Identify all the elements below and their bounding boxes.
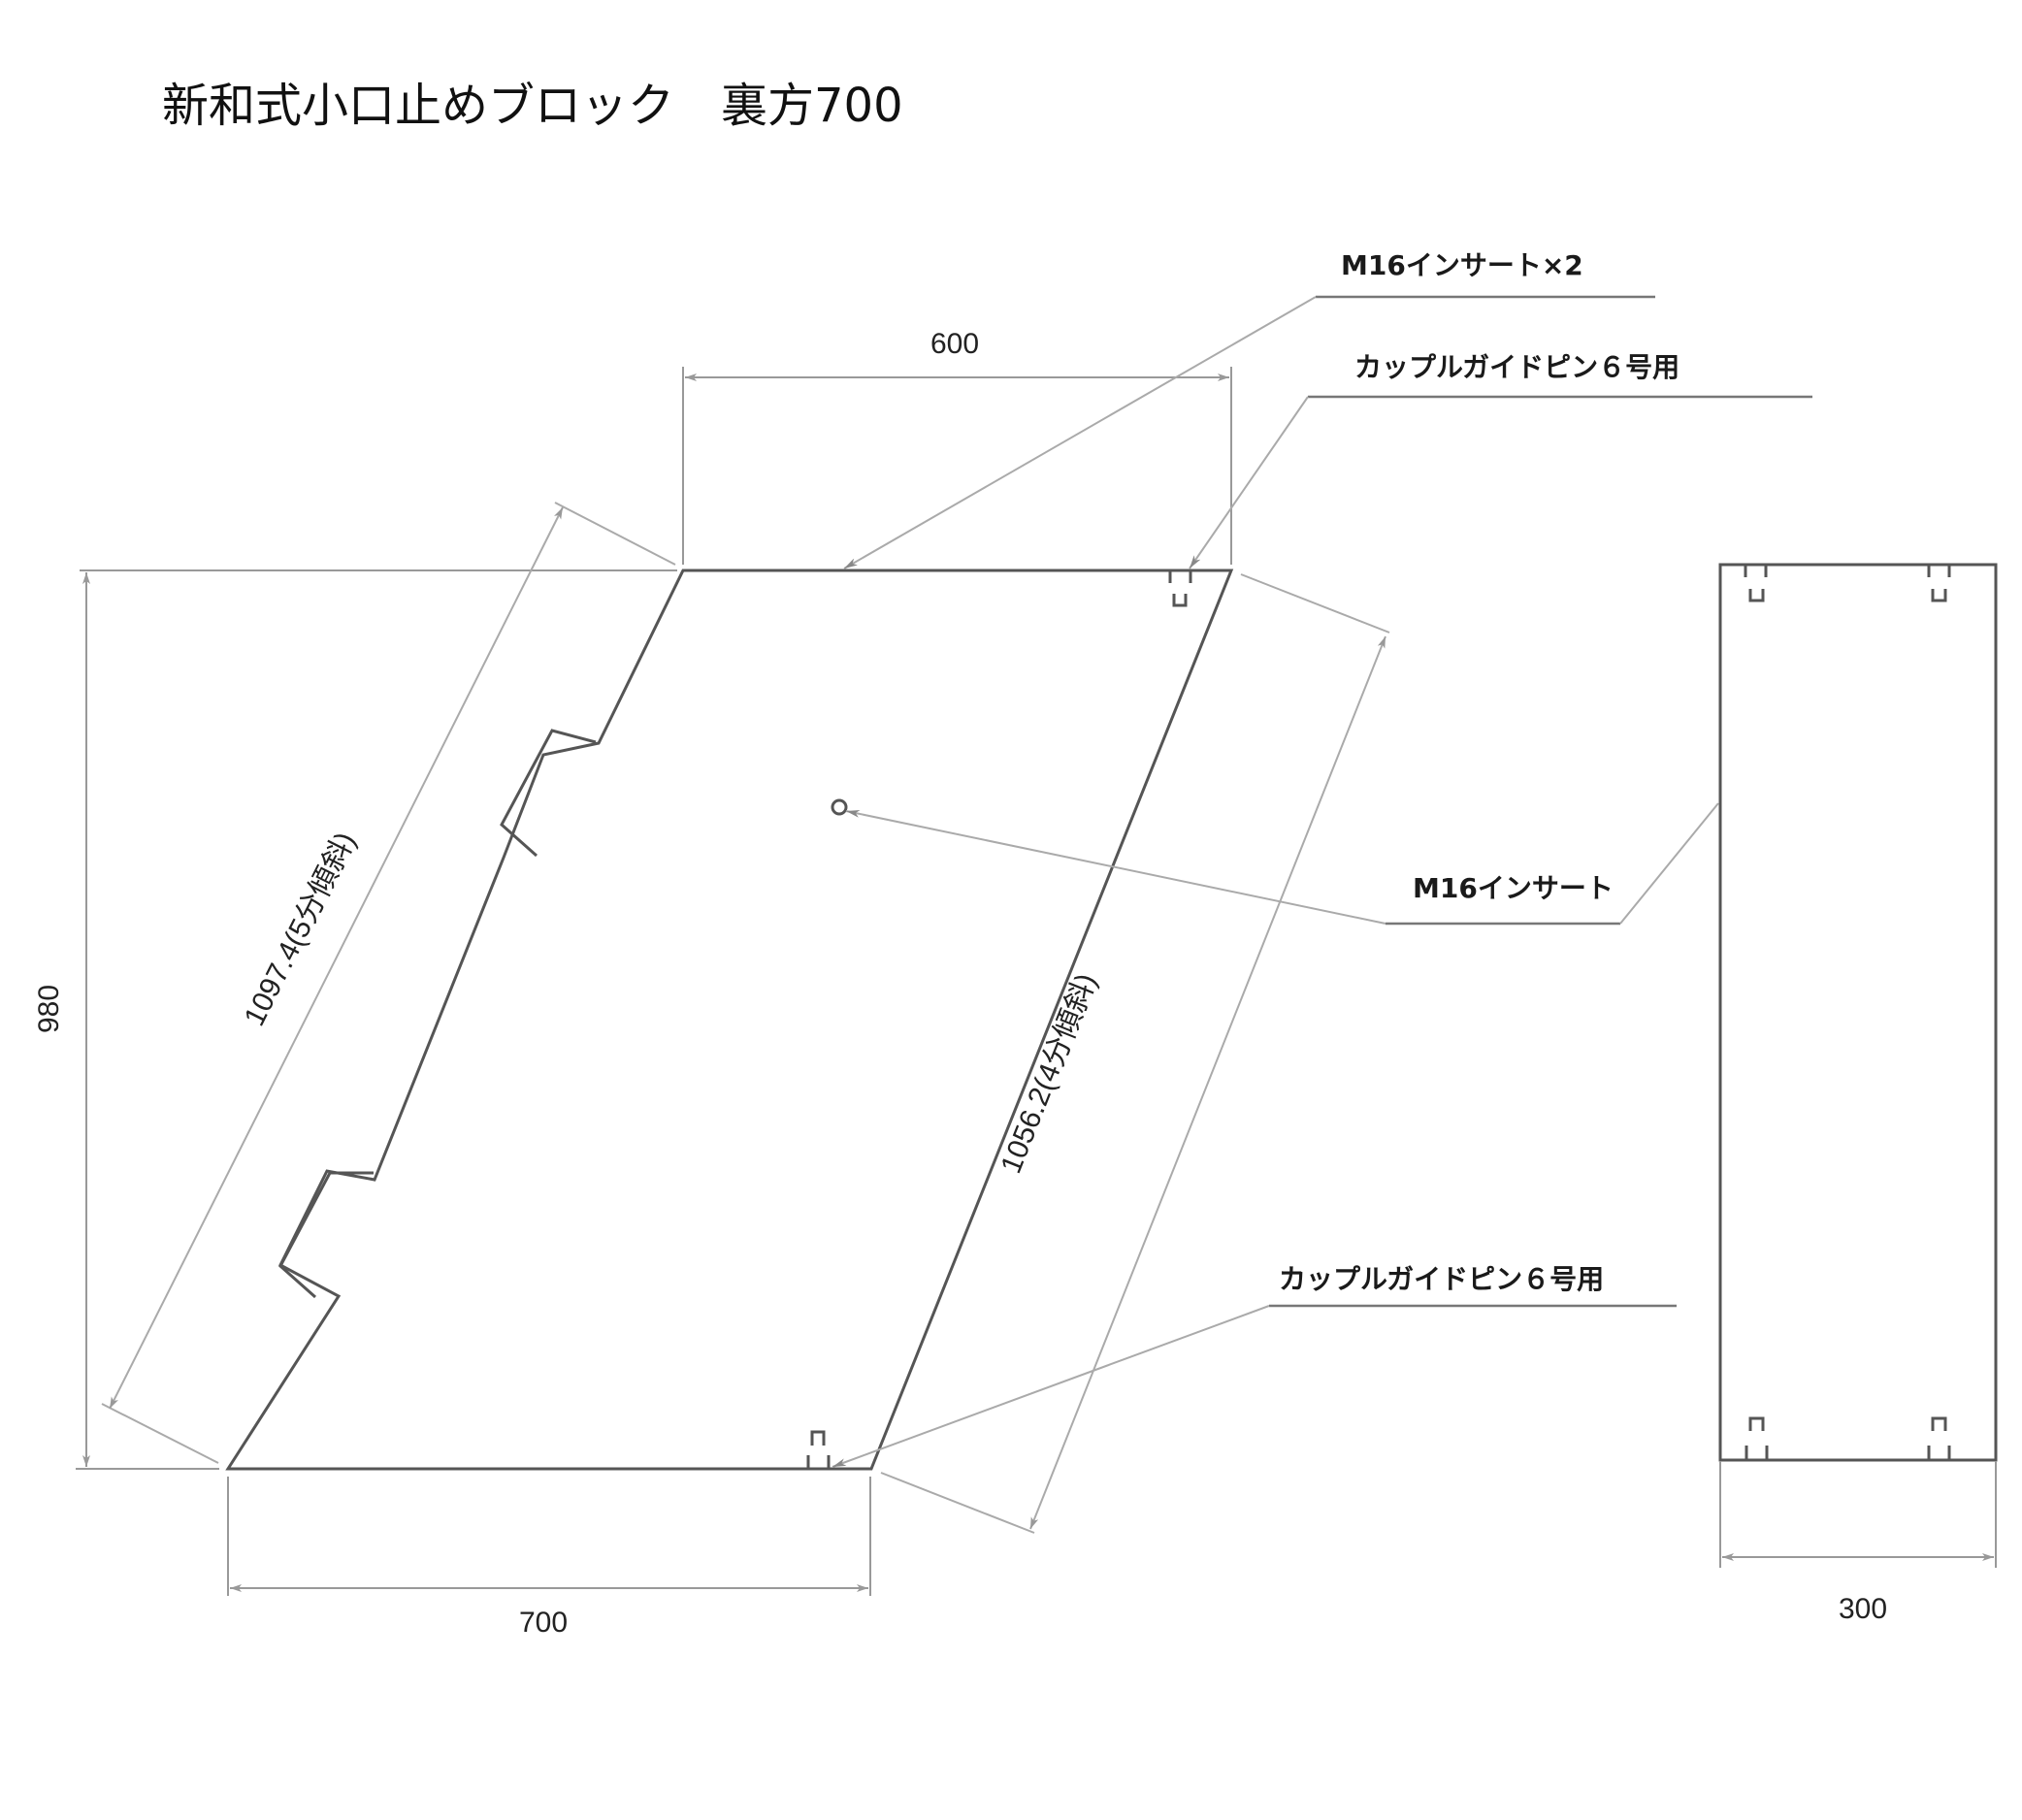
callout-label-guide-pin-top: カップルガイドピン６号用 <box>1354 351 1680 383</box>
dimension-label-right-slope: 1056.2(4分傾斜) <box>995 969 1102 1178</box>
callout-m16-insert-x2: M16インサート×2 <box>843 249 1655 569</box>
callout-label-m16-insert: M16インサート <box>1413 872 1614 904</box>
dimension-right-slope: 1056.2(4分傾斜) <box>880 573 1390 1534</box>
dimension-label-980: 980 <box>33 985 65 1033</box>
callout-guide-pin-bottom: カップルガイドピン６号用 <box>832 1263 1677 1468</box>
dimension-980: 980 <box>33 569 677 1470</box>
side-view-outline <box>1718 563 1998 1462</box>
dimension-label-left-slope: 1097.4(5分傾斜) <box>239 828 363 1031</box>
side-pin-mark-top-left <box>1744 565 1768 602</box>
dimension-600: 600 <box>682 328 1232 565</box>
notch-upper <box>500 729 597 858</box>
side-pin-mark-bottom-left <box>1745 1416 1769 1460</box>
drawing-title: 新和式小口止めブロック 裏方700 <box>162 79 903 133</box>
callout-label-guide-pin-bottom: カップルガイドピン６号用 <box>1279 1263 1604 1295</box>
side-pin-mark-bottom-right <box>1927 1416 1951 1460</box>
dimension-label-300: 300 <box>1839 1593 1887 1625</box>
dimension-left-slope: 1097.4(5分傾斜) <box>101 502 676 1464</box>
dimension-700: 700 <box>227 1477 871 1639</box>
guide-pin-mark-top <box>1168 570 1192 607</box>
callout-m16-insert: M16インサート <box>845 802 1719 926</box>
m16-insert-marker <box>831 798 848 816</box>
guide-pin-mark-bottom <box>806 1430 831 1469</box>
side-pin-mark-top-right <box>1927 565 1951 602</box>
callout-guide-pin-top: カップルガイドピン６号用 <box>1189 351 1812 569</box>
dimension-label-700: 700 <box>519 1607 568 1639</box>
callout-label-m16-insert-x2: M16インサート×2 <box>1341 249 1583 281</box>
dimension-label-600: 600 <box>930 328 979 360</box>
side-view <box>1718 563 1998 1462</box>
dimension-300: 300 <box>1719 1461 1997 1625</box>
